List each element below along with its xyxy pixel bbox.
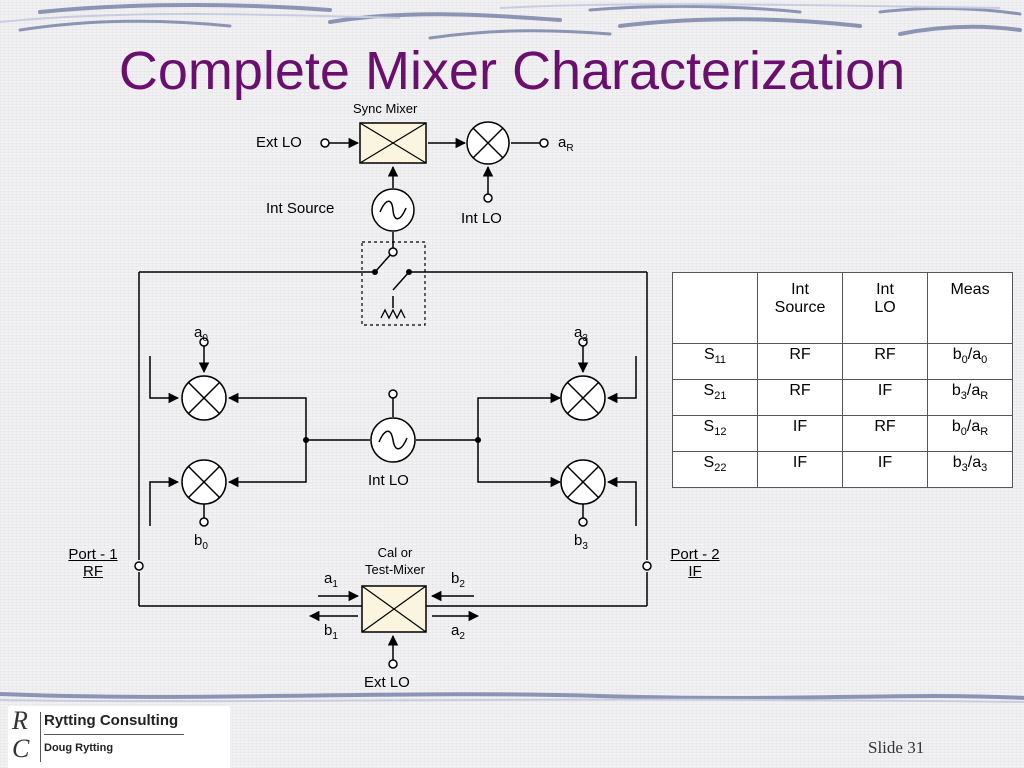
- a0-mixer-icon: [181, 375, 227, 421]
- table-row: S11 RF RF b0/a0: [672, 343, 1013, 380]
- int-source-label: Int Source: [266, 200, 335, 217]
- ext-lo-top-label: Ext LO: [256, 134, 302, 151]
- table-cell: S11: [672, 343, 758, 380]
- table-row: S22 IF IF b3/a3: [672, 451, 1013, 488]
- int-source-icon: [371, 188, 415, 232]
- sync-mixer-box: [359, 122, 427, 164]
- table-header-row: Int Source Int LO Meas: [672, 272, 1013, 344]
- b3-label: b3: [574, 532, 588, 552]
- logo-rule: [44, 734, 184, 735]
- table-cell: IF: [842, 451, 928, 488]
- table-cell: b3/aR: [927, 379, 1013, 416]
- int-lo-icon: [370, 417, 416, 463]
- test-mixer-box: [361, 585, 427, 633]
- company-name: Rytting Consulting: [44, 712, 179, 729]
- b0-label: b0: [194, 532, 208, 552]
- ar-label: aR: [558, 134, 574, 154]
- logo-letter-r: R: [12, 706, 28, 735]
- table-cell: IF: [757, 415, 843, 452]
- table-cell: b0/aR: [927, 415, 1013, 452]
- table-cell: RF: [757, 343, 843, 380]
- ext-lo-bottom-label: Ext LO: [364, 674, 410, 691]
- company-logo: R C Rytting Consulting Doug Rytting: [8, 706, 230, 768]
- sync-mixer-label: Sync Mixer: [353, 101, 418, 116]
- a3-label: a3: [574, 324, 588, 344]
- b0-mixer-icon: [181, 459, 227, 505]
- slide-title: Complete Mixer Characterization: [118, 41, 906, 101]
- table-row: S12 IF RF b0/aR: [672, 415, 1013, 452]
- footer-stripe: [0, 692, 1024, 703]
- table-cell: RF: [842, 343, 928, 380]
- table-cell: RF: [757, 379, 843, 416]
- int-lo-top-label: Int LO: [461, 210, 502, 227]
- table-cell: S21: [672, 379, 758, 416]
- logo-letter-c: C: [12, 734, 30, 763]
- a3-mixer-icon: [560, 375, 606, 421]
- measurement-table: Int Source Int LO Meas S11 RF RF b0/a0 S…: [672, 272, 1013, 488]
- table-header-cell: Meas: [927, 272, 1013, 344]
- table-row: S21 RF IF b3/aR: [672, 379, 1013, 416]
- slide-number: Slide 31: [868, 738, 925, 757]
- table-header-cell: Int LO: [842, 272, 928, 344]
- table-cell: S12: [672, 415, 758, 452]
- b2-label: b2: [451, 570, 465, 590]
- b3-mixer-icon: [560, 459, 606, 505]
- table-cell: RF: [842, 415, 928, 452]
- table-header-cell: Int Source: [757, 272, 843, 344]
- table-cell: IF: [757, 451, 843, 488]
- ref-mixer-icon: [466, 121, 510, 165]
- table-cell: IF: [842, 379, 928, 416]
- a0-label: a0: [194, 324, 208, 344]
- table-cell: b3/a3: [927, 451, 1013, 488]
- a2-label: a2: [451, 622, 465, 642]
- table-cell: S22: [672, 451, 758, 488]
- header-decoration: [0, 3, 1022, 40]
- table-header-cell: [672, 272, 758, 344]
- source-switch: [361, 241, 426, 326]
- b1-label: b1: [324, 622, 338, 642]
- a1-label: a1: [324, 570, 338, 590]
- int-lo-center-label: Int LO: [368, 472, 409, 489]
- logo-divider: [40, 712, 41, 762]
- table-cell: b0/a0: [927, 343, 1013, 380]
- person-name: Doug Rytting: [44, 742, 114, 754]
